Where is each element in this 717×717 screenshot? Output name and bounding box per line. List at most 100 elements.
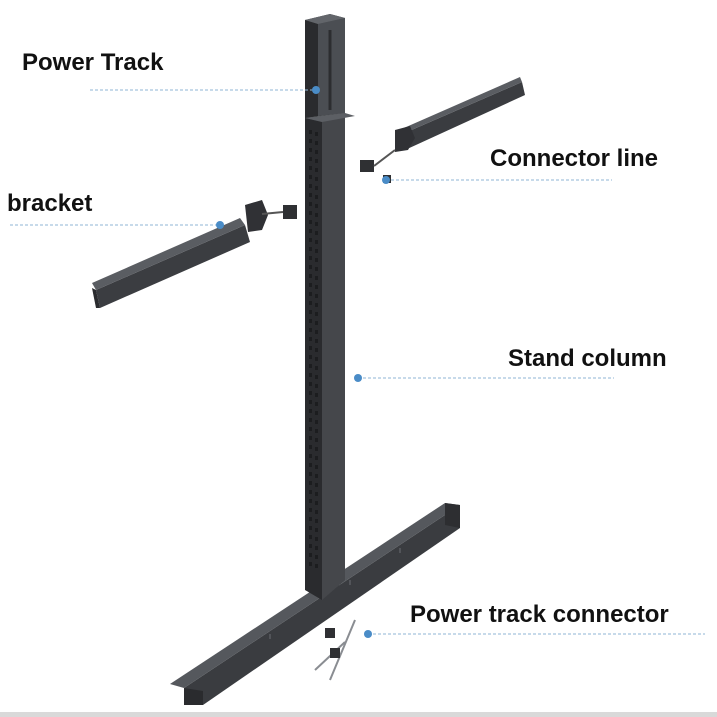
slot-hole [309, 274, 312, 278]
slot-hole [315, 159, 318, 163]
slot-hole [315, 564, 318, 568]
power-track-label: Power Track [22, 49, 164, 76]
slot-hole [315, 537, 318, 541]
slot-hole [315, 348, 318, 352]
stand-column-label: Stand column [508, 345, 667, 372]
slot-hole [315, 150, 318, 154]
slot-hole [309, 283, 312, 287]
slot-hole [309, 445, 312, 449]
slot-hole [315, 510, 318, 514]
slot-hole [315, 528, 318, 532]
slot-hole [309, 220, 312, 224]
slot-hole [315, 438, 318, 442]
slot-hole [309, 148, 312, 152]
slot-hole [315, 294, 318, 298]
slot-hole [309, 364, 312, 368]
slot-hole [315, 555, 318, 559]
slot-hole [309, 355, 312, 359]
slot-hole [315, 492, 318, 496]
slot-hole [315, 519, 318, 523]
slot-hole [315, 366, 318, 370]
slot-hole [309, 454, 312, 458]
slot-hole [309, 508, 312, 512]
slot-hole [309, 373, 312, 377]
slot-hole [309, 166, 312, 170]
slot-hole [309, 139, 312, 143]
slot-hole [309, 265, 312, 269]
slot-hole [315, 168, 318, 172]
slot-hole [315, 447, 318, 451]
slot-hole [315, 465, 318, 469]
slot-hole [309, 472, 312, 476]
slot-hole [315, 474, 318, 478]
slot-hole [315, 321, 318, 325]
slot-hole [315, 285, 318, 289]
slot-hole [309, 463, 312, 467]
slot-hole [315, 429, 318, 433]
slot-hole [309, 310, 312, 314]
slot-hole [315, 357, 318, 361]
bracket-label: bracket [7, 190, 93, 217]
slot-hole [315, 213, 318, 217]
slot-hole [309, 526, 312, 530]
slot-hole [309, 562, 312, 566]
slot-hole [309, 490, 312, 494]
slot-hole [309, 499, 312, 503]
slot-hole [309, 382, 312, 386]
slot-hole [315, 303, 318, 307]
slot-hole [309, 427, 312, 431]
slot-hole [315, 411, 318, 415]
slot-hole [309, 238, 312, 242]
slot-hole [315, 276, 318, 280]
slot-hole [309, 175, 312, 179]
slot-hole [309, 418, 312, 422]
slot-hole [315, 546, 318, 550]
slot-hole [315, 420, 318, 424]
slot-hole [315, 258, 318, 262]
slot-hole [309, 391, 312, 395]
slot-hole [309, 247, 312, 251]
slot-hole [315, 186, 318, 190]
slot-hole [309, 553, 312, 557]
slot-hole [315, 141, 318, 145]
slot-hole [309, 400, 312, 404]
slot-hole [315, 501, 318, 505]
slot-hole [309, 157, 312, 161]
slot-hole [315, 204, 318, 208]
slot-hole [315, 312, 318, 316]
slot-hole [309, 229, 312, 233]
slot-hole [315, 393, 318, 397]
slot-hole [315, 483, 318, 487]
slot-hole [309, 292, 312, 296]
stand-column-shape [305, 113, 355, 600]
column-slot-holes [309, 130, 318, 568]
slot-hole [315, 384, 318, 388]
slot-hole [315, 195, 318, 199]
slot-hole [315, 240, 318, 244]
slot-hole [315, 177, 318, 181]
bracket-shape [92, 200, 297, 308]
power-track-connector-shape [314, 619, 356, 681]
slot-hole [309, 211, 312, 215]
slot-hole [315, 132, 318, 136]
slot-hole [309, 544, 312, 548]
slot-hole [315, 456, 318, 460]
slot-hole [315, 222, 318, 226]
slot-hole [309, 319, 312, 323]
leader-lines [10, 86, 705, 638]
slot-hole [309, 535, 312, 539]
slot-hole [309, 409, 312, 413]
slot-hole [315, 249, 318, 253]
slot-hole [309, 346, 312, 350]
power-track-shape [305, 14, 345, 118]
slot-hole [309, 193, 312, 197]
power-track-connector-label: Power track connector [410, 601, 669, 628]
slot-hole [315, 267, 318, 271]
slot-hole [309, 436, 312, 440]
connector-line-label: Connector line [490, 145, 659, 172]
slot-hole [315, 231, 318, 235]
slot-hole [309, 328, 312, 332]
slot-hole [315, 402, 318, 406]
slot-hole [309, 202, 312, 206]
